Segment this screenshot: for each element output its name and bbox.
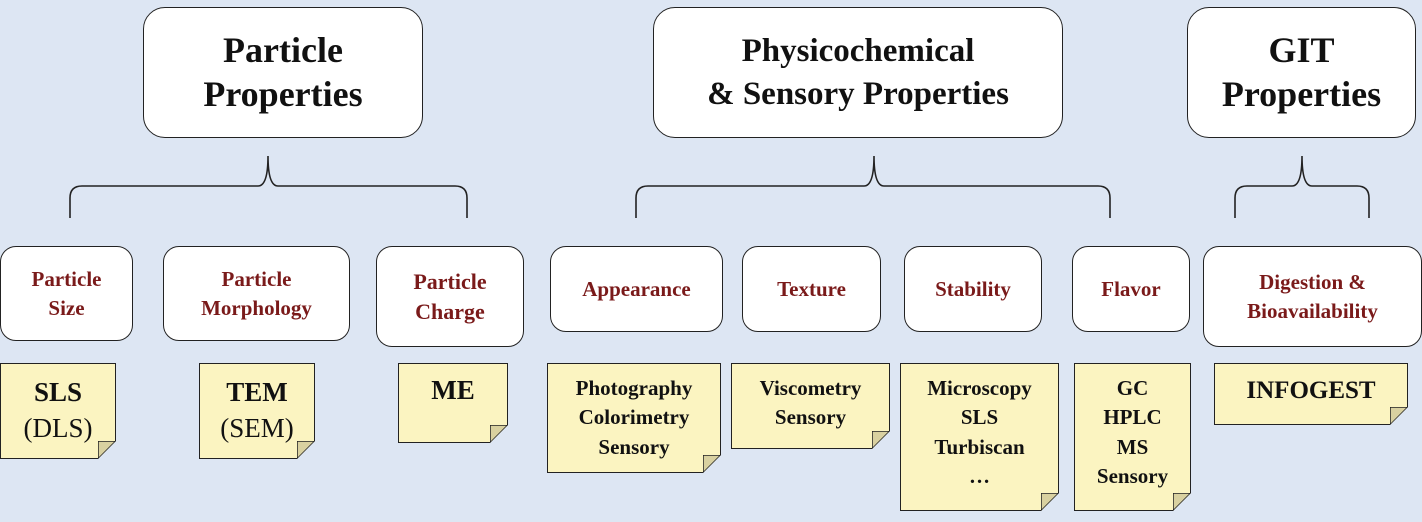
note-fold-icon — [98, 441, 116, 459]
method-line: ME — [431, 375, 475, 405]
method-line: HPLC — [1103, 405, 1162, 430]
category-line: Properties — [1221, 73, 1382, 114]
property-line: Size — [48, 295, 85, 320]
category-line: Properties — [203, 73, 363, 114]
method-line: Microscopy — [927, 376, 1032, 400]
property-line: Texture — [777, 276, 846, 301]
bracket-git — [1234, 155, 1370, 218]
note-fold-icon — [297, 441, 315, 459]
method-line: SLS — [960, 405, 999, 430]
method-line: Viscometry — [759, 376, 862, 400]
property-stability: Stability — [904, 246, 1042, 332]
method-line: Sensory — [1096, 464, 1169, 489]
method-line: … — [969, 464, 990, 489]
method-line: INFOGEST — [1246, 377, 1376, 404]
property-line: Morphology — [201, 295, 312, 320]
method-line: SLS — [33, 377, 83, 407]
bracket-particle — [69, 155, 468, 218]
method-line: Turbiscan — [934, 434, 1025, 459]
property-line: Flavor — [1101, 276, 1161, 301]
property-appearance: Appearance — [550, 246, 723, 332]
property-line: Stability — [935, 276, 1011, 301]
note-fold-icon — [703, 455, 721, 473]
method-note-morphology: TEM (SEM) — [199, 363, 315, 459]
note-fold-icon — [490, 425, 508, 443]
category-line: Particle — [223, 29, 343, 70]
method-line: (DLS) — [23, 413, 93, 444]
method-line: Colorimetry — [578, 405, 690, 430]
method-note-digestion: INFOGEST — [1214, 363, 1408, 425]
property-line: Charge — [415, 298, 485, 324]
note-fold-icon — [1173, 493, 1191, 511]
property-digestion-bioavailability: Digestion & Bioavailability — [1203, 246, 1422, 347]
method-note-charge: ME — [398, 363, 508, 443]
method-line: (SEM) — [220, 413, 294, 444]
note-fold-icon — [1390, 407, 1408, 425]
property-line: Particle — [31, 267, 102, 292]
method-line: MS — [1116, 434, 1149, 459]
method-line: Photography — [575, 376, 693, 400]
note-fold-icon — [872, 431, 890, 449]
category-physicochemical-sensory: Physicochemical & Sensory Properties — [653, 7, 1063, 138]
method-line: Sensory — [774, 405, 847, 430]
method-line: GC — [1116, 376, 1149, 400]
property-line: Digestion & — [1259, 270, 1366, 295]
category-line: & Sensory Properties — [707, 75, 1009, 112]
method-line: Sensory — [598, 434, 670, 459]
property-line: Particle — [413, 268, 487, 294]
method-line: TEM — [226, 377, 288, 407]
method-note-size: SLS (DLS) — [0, 363, 116, 459]
category-line: Physicochemical — [741, 32, 975, 69]
property-line: Bioavailability — [1247, 298, 1378, 323]
note-fold-icon — [1041, 493, 1059, 511]
property-line: Appearance — [582, 276, 691, 301]
property-flavor: Flavor — [1072, 246, 1190, 332]
category-line: GIT — [1268, 29, 1335, 70]
property-texture: Texture — [742, 246, 881, 332]
method-note-flavor: GC HPLC MS Sensory — [1074, 363, 1191, 511]
property-line: Particle — [221, 267, 292, 292]
bracket-physchem — [635, 155, 1111, 218]
